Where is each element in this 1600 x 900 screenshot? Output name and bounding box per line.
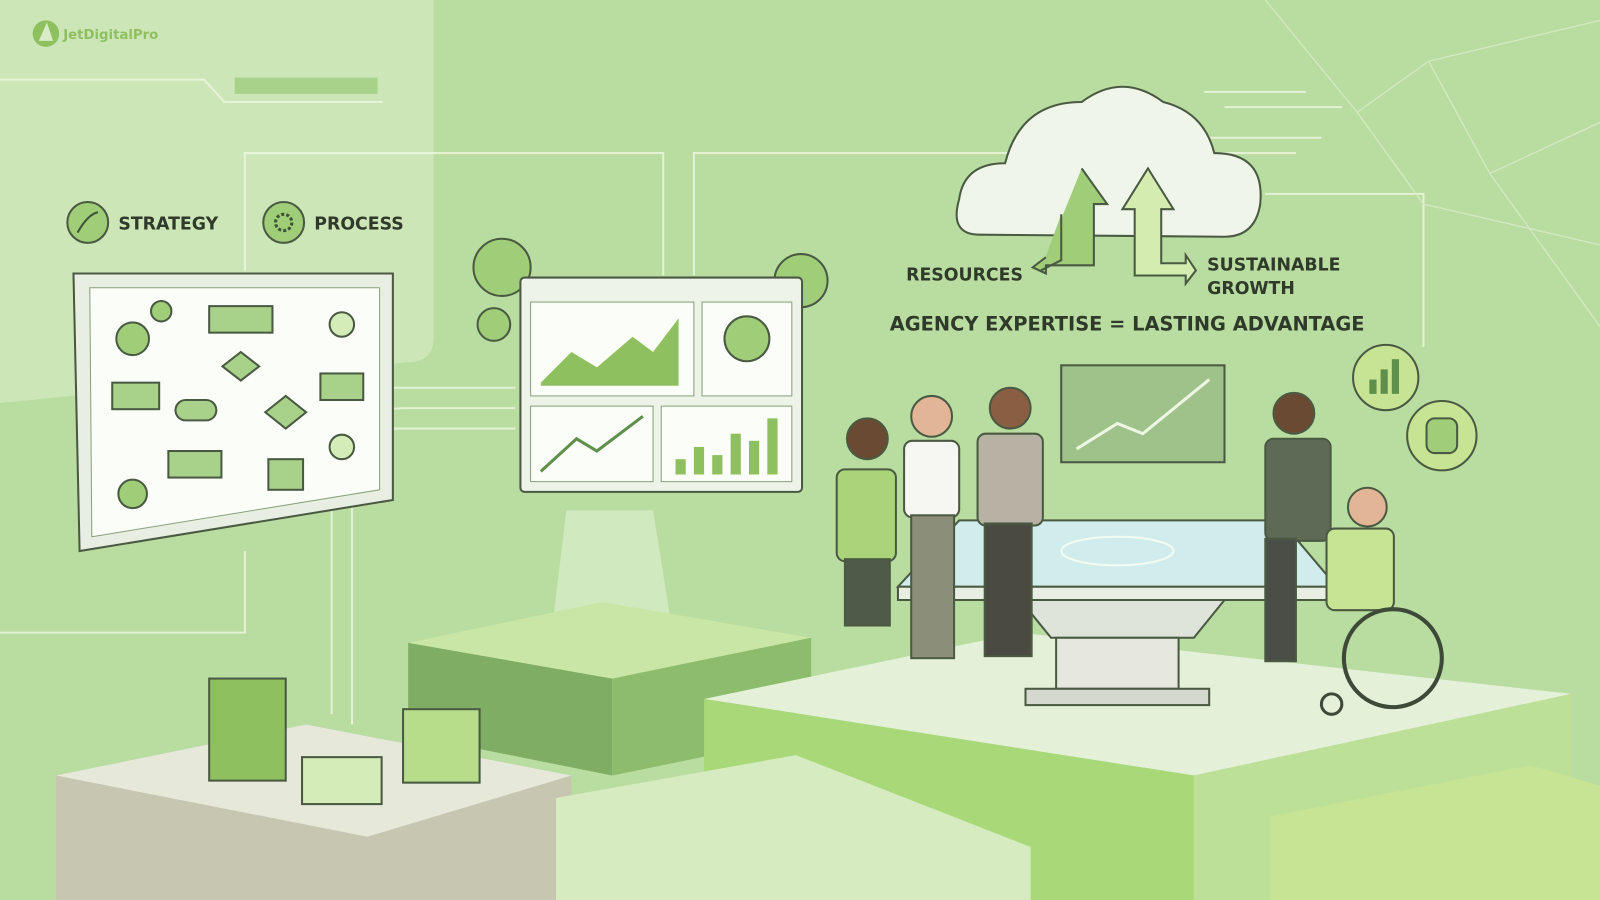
gear-icon bbox=[476, 307, 512, 342]
strategy-label-group: STRATEGY bbox=[66, 201, 219, 244]
lightbulb-icon bbox=[328, 311, 356, 338]
bar-chart-icon bbox=[1352, 343, 1420, 412]
strategy-plan-icon bbox=[66, 201, 110, 244]
flowchart-board bbox=[72, 272, 394, 553]
brand-logo: JetDigitalPro bbox=[32, 20, 158, 47]
person bbox=[976, 386, 1044, 658]
person-wheelchair bbox=[1319, 486, 1444, 716]
headline: AGENCY EXPERTISE = LASTING ADVANTAGE bbox=[890, 313, 1365, 336]
lightbulb-icon bbox=[328, 433, 356, 461]
gear-icon bbox=[472, 237, 532, 297]
process-label: PROCESS bbox=[314, 215, 404, 235]
presentation-screen bbox=[1060, 364, 1226, 464]
person bbox=[1264, 391, 1332, 663]
resources-arrow-icon bbox=[1030, 167, 1110, 276]
database-icon bbox=[1406, 400, 1478, 472]
cloud-icon bbox=[955, 85, 1262, 287]
person bbox=[835, 417, 897, 627]
growth-arrow-icon bbox=[1120, 166, 1198, 287]
growth-label-line2: GROWTH bbox=[1207, 279, 1295, 299]
gear-icon bbox=[115, 321, 150, 357]
person bbox=[903, 394, 961, 660]
gear-icon bbox=[262, 201, 306, 244]
pie-chart-icon bbox=[723, 315, 771, 363]
resources-label: RESOURCES bbox=[906, 266, 1023, 286]
process-label-group: PROCESS bbox=[262, 201, 404, 244]
dashboard-window bbox=[472, 237, 829, 493]
logo-text: JetDigitalPro bbox=[62, 28, 158, 43]
team-people bbox=[835, 386, 1444, 716]
gear-icon bbox=[150, 300, 173, 323]
platforms bbox=[56, 602, 1600, 900]
hologram-beam bbox=[551, 510, 674, 638]
strategy-label: STRATEGY bbox=[118, 215, 218, 235]
gear-icon bbox=[117, 478, 148, 510]
growth-label-line1: SUSTAINABLE bbox=[1207, 255, 1340, 275]
circuit-lines bbox=[0, 0, 1600, 725]
